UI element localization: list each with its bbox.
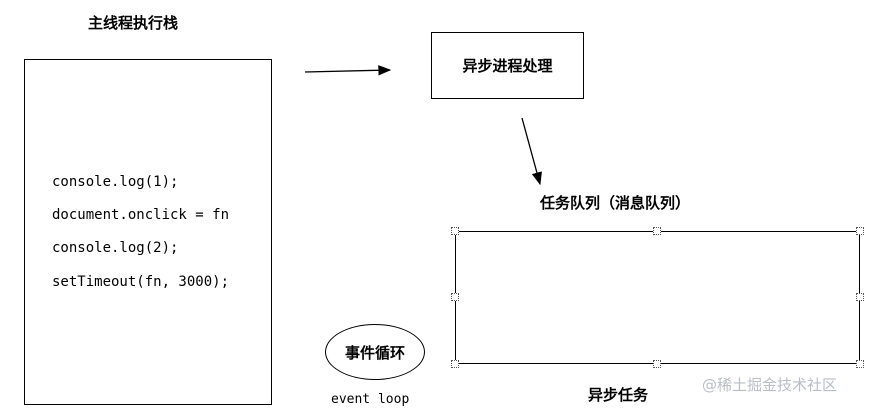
resize-handle-top-center: [653, 227, 661, 235]
resize-handle-bottom-right: [856, 360, 864, 368]
code-line-4: setTimeout(fn, 3000);: [52, 274, 230, 290]
event-loop-label-cn: 事件循环: [344, 343, 405, 362]
code-line-1: console.log(1);: [52, 174, 179, 190]
resize-handle-top-right: [856, 227, 864, 235]
event-loop-label-en: event loop: [331, 392, 410, 407]
task-queue-box: [455, 231, 860, 364]
arrow-async-to-queue: [521, 117, 542, 186]
code-line-3: console.log(2);: [52, 240, 179, 256]
code-line-2: document.onclick = fn: [52, 207, 230, 223]
resize-handle-top-left: [451, 227, 459, 235]
resize-handle-bottom-center: [653, 360, 661, 368]
async-process-label: 异步进程处理: [462, 57, 553, 75]
queue-title: 任务队列（消息队列）: [540, 194, 691, 212]
main-stack-title: 主线程执行栈: [88, 14, 179, 32]
queue-label: 异步任务: [588, 386, 649, 404]
arrow-stack-to-async: [304, 65, 392, 76]
main-stack-box: [24, 59, 272, 405]
resize-handle-middle-right: [856, 293, 864, 301]
event-loop-ellipse: 事件循环: [325, 324, 425, 380]
resize-handle-middle-left: [451, 293, 459, 301]
watermark: @稀土掘金技术社区: [702, 376, 838, 394]
resize-handle-bottom-left: [451, 360, 459, 368]
async-process-box: 异步进程处理: [431, 32, 584, 99]
